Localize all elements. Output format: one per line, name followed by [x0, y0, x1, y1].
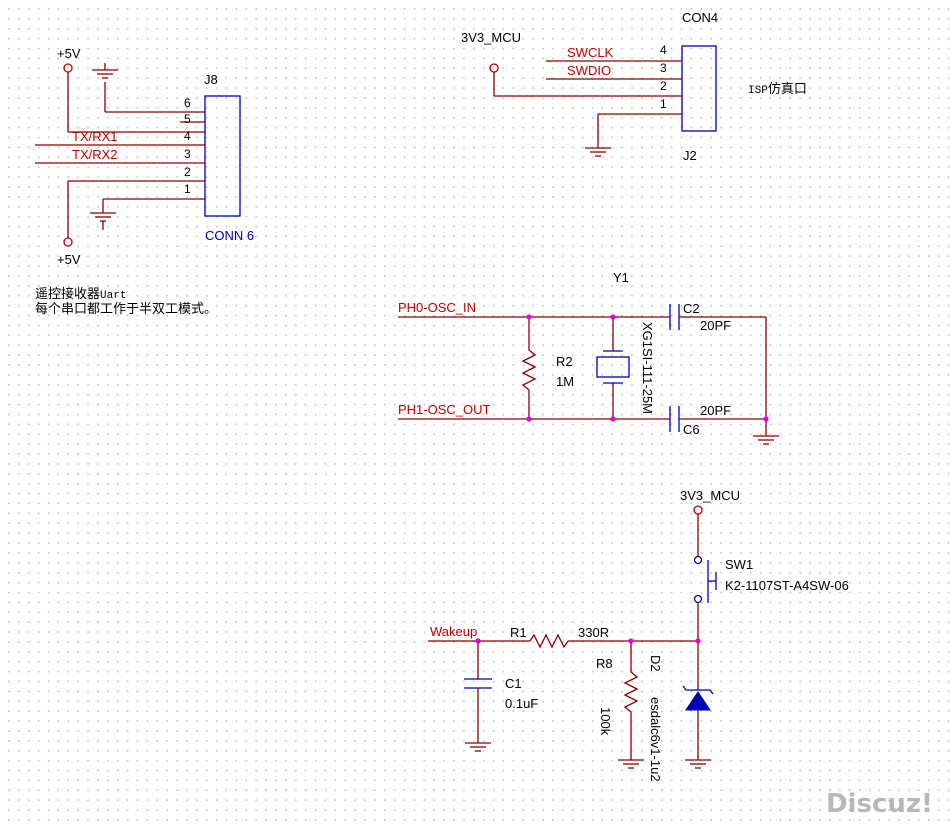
- switch-sw1: [693, 555, 717, 641]
- net-label-ph1: PH1-OSC_OUT: [398, 402, 491, 417]
- r1-value: 330R: [578, 625, 609, 640]
- j8-ref: J8: [204, 72, 218, 87]
- c2-value: 20PF: [700, 318, 731, 333]
- r2-value: 1M: [556, 374, 574, 389]
- capacitor-c2: [669, 304, 766, 330]
- j8-pin-3: 3: [184, 147, 191, 161]
- resistor-r2: [521, 317, 537, 419]
- j8-pin-2: 2: [184, 165, 191, 179]
- junction-dot: [628, 638, 634, 644]
- j2-value: CON4: [682, 10, 718, 25]
- r1-ref: R1: [510, 625, 527, 640]
- j8-connector-group: +5V TX/RX1 TX/RX2 +5V: [35, 46, 254, 267]
- uart-note: 遥控接收器Uart 每个串口都工作于半双工模式。: [35, 286, 217, 317]
- note-line2: 每个串口都工作于半双工模式。: [35, 301, 217, 317]
- capacitor-c1: [464, 641, 492, 743]
- ground-icon-j8-bottom: [90, 212, 116, 230]
- j8-power-bottom-label: +5V: [57, 252, 81, 267]
- j2-pin-1: 1: [660, 97, 667, 111]
- junction-dot: [610, 416, 616, 422]
- j8-power-top-label: +5V: [57, 46, 81, 61]
- ground-icon-c1: [465, 742, 491, 752]
- d2-ref: D2: [648, 655, 663, 672]
- watermark: Discuz!: [826, 789, 933, 819]
- net-label-wakeup: Wakeup: [430, 624, 477, 639]
- r2-ref: R2: [556, 354, 573, 369]
- crystal-y1-symbol: [596, 317, 630, 419]
- j8-pin-5: 5: [184, 112, 191, 126]
- resistor-r1: [529, 633, 698, 649]
- ground-icon-d2: [685, 759, 711, 769]
- c6-ref: C6: [683, 422, 700, 437]
- c2-ref: C2: [683, 301, 700, 316]
- net-label-swclk: SWCLK: [567, 45, 614, 60]
- junction-dot: [610, 314, 616, 320]
- c1-ref: C1: [505, 676, 522, 691]
- junction-dot: [695, 638, 701, 644]
- diode-d2: [682, 641, 714, 760]
- j2-ref: J2: [683, 148, 697, 163]
- j2-connector-group: 3V3_MCU SWCLK SWDIO CON4 J2 4 3 2 1 ISP仿…: [461, 10, 807, 163]
- sw1-ref: SW1: [725, 557, 753, 572]
- j8-pin-6: 6: [184, 96, 191, 110]
- power-symbol-5v-bottom: [63, 237, 73, 247]
- d2-value: esdalc6v1-1u2: [648, 697, 663, 782]
- c6-value: 20PF: [700, 403, 731, 418]
- y1-ref: Y1: [613, 270, 629, 285]
- j2-body: [681, 45, 717, 132]
- j8-pin-4: 4: [184, 129, 191, 143]
- net-label-tx-rx2: TX/RX2: [72, 147, 118, 162]
- crystal-group: Y1 PH0-OSC_IN PH1-OSC_OUT R2 1M XG1SI-11…: [398, 270, 779, 445]
- j8-value: CONN 6: [205, 228, 254, 243]
- j2-pin-4: 4: [660, 43, 667, 57]
- wakeup-power-label: 3V3_MCU: [680, 488, 740, 503]
- ground-icon-isp: [585, 147, 611, 157]
- j8-body: [204, 95, 241, 217]
- resistor-r8: [623, 641, 639, 760]
- power-symbol-3v3-isp: [489, 63, 682, 97]
- net-label-swdio: SWDIO: [567, 63, 611, 78]
- junction-dot: [526, 416, 532, 422]
- power-symbol-5v-top: [63, 63, 205, 133]
- capacitor-c6: [669, 406, 766, 432]
- c1-value: 0.1uF: [505, 696, 538, 711]
- j2-pin-2: 2: [660, 79, 667, 93]
- y1-value: XG1SI-111-25M: [640, 322, 655, 414]
- j2-power-label: 3V3_MCU: [461, 30, 521, 45]
- wakeup-group: 3V3_MCU SW1 K2-1107ST-A4SW-06 Wakeup R1 …: [428, 488, 849, 782]
- j2-pin-3: 3: [660, 61, 667, 75]
- ground-icon-j8-top: [92, 63, 205, 113]
- isp-label: ISP仿真口: [748, 82, 807, 97]
- net-label-ph0: PH0-OSC_IN: [398, 300, 476, 315]
- r8-ref: R8: [596, 656, 613, 671]
- net-label-tx-rx1: TX/RX1: [72, 129, 118, 144]
- ground-icon-r8: [618, 759, 644, 769]
- note-line1: 遥控接收器Uart: [35, 286, 126, 302]
- junction-dot: [526, 314, 532, 320]
- ground-icon-crystal: [753, 435, 779, 445]
- r8-value: 100k: [598, 707, 613, 736]
- power-symbol-3v3-wakeup: [693, 505, 703, 556]
- junction-dot: [475, 638, 481, 644]
- junction-dot: [763, 416, 769, 422]
- j8-pin-1: 1: [184, 182, 191, 196]
- sw1-value: K2-1107ST-A4SW-06: [725, 578, 849, 593]
